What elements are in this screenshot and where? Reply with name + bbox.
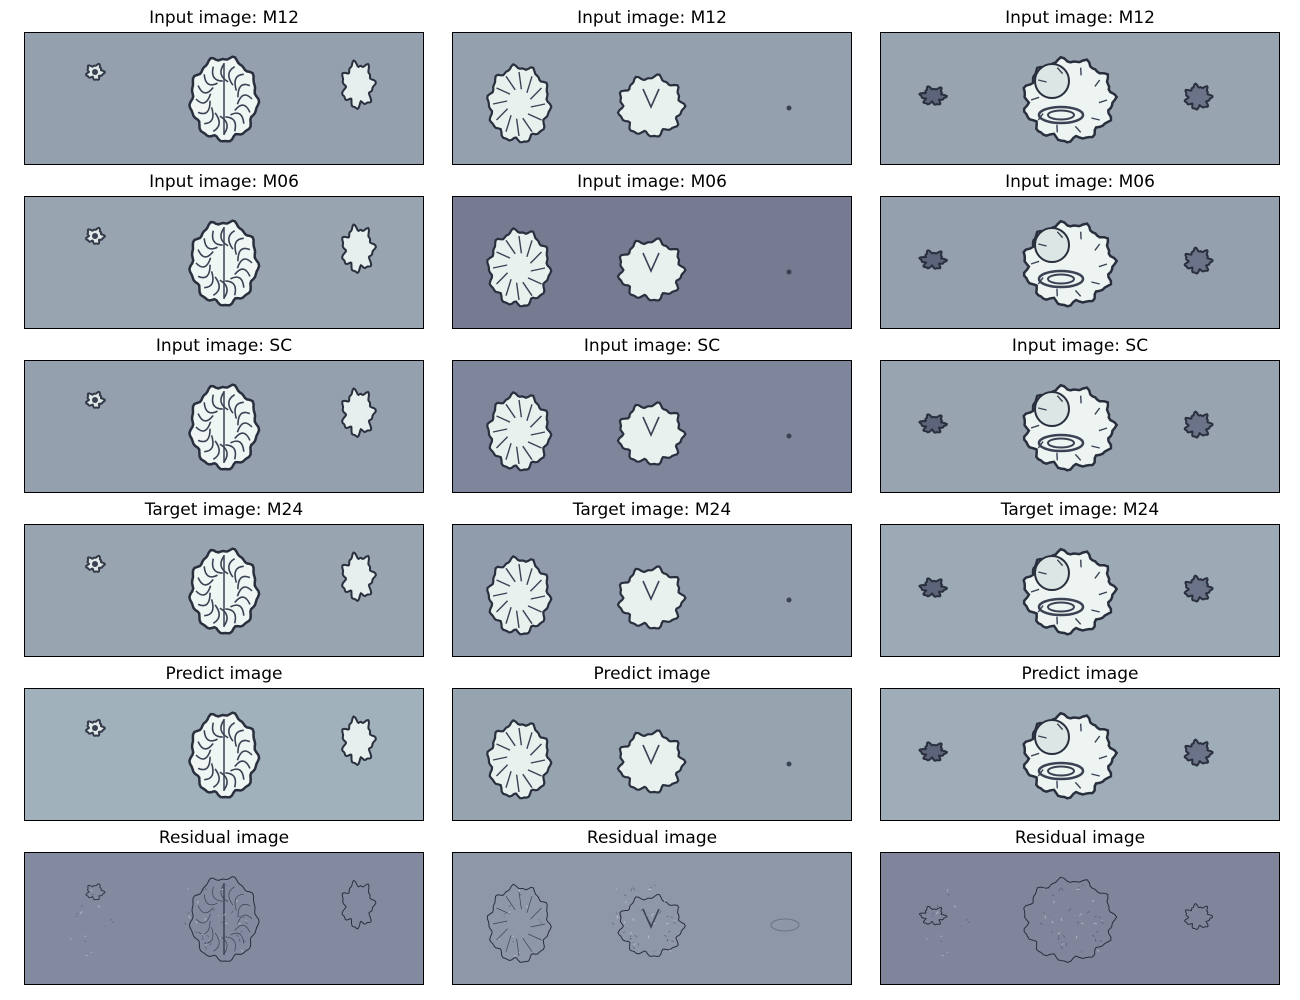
subplot-title: Input image: M06 bbox=[577, 172, 727, 192]
subplot-coronal-row-3: Input image: SC bbox=[452, 336, 852, 493]
mri-image-panel bbox=[880, 688, 1280, 821]
mri-image-panel bbox=[24, 196, 424, 329]
subplot-sagittal-row-3: Input image: SC bbox=[880, 336, 1280, 493]
subplot-title: Residual image bbox=[158, 828, 290, 848]
mri-slice-sagittal bbox=[918, 876, 1213, 963]
subplot-sagittal-row-4: Target image: M24 bbox=[880, 500, 1280, 657]
subplot-axial-row-2: Input image: M06 bbox=[24, 172, 424, 329]
mri-slice-coronal bbox=[486, 62, 792, 144]
subplot-title: Input image: M12 bbox=[577, 8, 727, 28]
subplot-title: Input image: SC bbox=[1011, 336, 1149, 356]
mri-image-panel bbox=[452, 360, 852, 493]
subplot-title: Predict image bbox=[1021, 664, 1139, 684]
subplot-axial-row-3: Input image: SC bbox=[24, 336, 424, 493]
subplot-title: Input image: M06 bbox=[1005, 172, 1155, 192]
subplot-title: Target image: M24 bbox=[572, 500, 732, 520]
subplot-title: Input image: SC bbox=[583, 336, 721, 356]
mri-slice-sagittal bbox=[918, 711, 1214, 800]
mri-image-panel bbox=[880, 524, 1280, 657]
subplot-title: Input image: SC bbox=[155, 336, 293, 356]
mri-image-panel bbox=[24, 688, 424, 821]
subplot-axial-row-5: Predict image bbox=[24, 664, 424, 821]
subplot-axial-row-1: Input image: M12 bbox=[24, 8, 424, 165]
mri-image-panel bbox=[24, 852, 424, 985]
mri-slice-axial bbox=[70, 876, 377, 962]
subplot-title: Input image: M06 bbox=[149, 172, 299, 192]
mri-image-panel bbox=[880, 852, 1280, 985]
subplot-sagittal-row-1: Input image: M12 bbox=[880, 8, 1280, 165]
subplot-coronal-row-1: Input image: M12 bbox=[452, 8, 852, 165]
subplot-coronal-row-6: Residual image bbox=[452, 828, 852, 985]
mri-slice-axial bbox=[84, 383, 377, 471]
subplot-title: Target image: M24 bbox=[1000, 500, 1160, 520]
subplot-title: Residual image bbox=[1014, 828, 1146, 848]
mri-slice-axial bbox=[84, 547, 377, 635]
subplot-coronal-row-4: Target image: M24 bbox=[452, 500, 852, 657]
subplot-coronal-row-5: Predict image bbox=[452, 664, 852, 821]
mri-slice-coronal bbox=[486, 883, 800, 963]
mri-slice-axial bbox=[84, 711, 377, 799]
subplot-sagittal-row-2: Input image: M06 bbox=[880, 172, 1280, 329]
mri-image-panel bbox=[452, 196, 852, 329]
mri-image-panel bbox=[880, 360, 1280, 493]
mri-slice-coronal bbox=[486, 554, 792, 636]
subplot-axial-row-4: Target image: M24 bbox=[24, 500, 424, 657]
mri-slice-sagittal bbox=[918, 219, 1214, 308]
subplot-title: Predict image bbox=[593, 664, 711, 684]
mri-slice-coronal bbox=[486, 390, 792, 472]
mri-image-panel bbox=[24, 32, 424, 165]
mri-slice-sagittal bbox=[918, 547, 1214, 636]
mri-image-panel bbox=[24, 360, 424, 493]
subplot-coronal-row-2: Input image: M06 bbox=[452, 172, 852, 329]
mri-image-panel bbox=[880, 196, 1280, 329]
mri-image-panel bbox=[452, 688, 852, 821]
mri-image-panel bbox=[880, 32, 1280, 165]
mri-slice-axial bbox=[84, 55, 377, 143]
mri-slice-coronal bbox=[486, 718, 792, 800]
subplot-title: Input image: M12 bbox=[1005, 8, 1155, 28]
mri-slice-sagittal bbox=[918, 55, 1214, 144]
mri-slice-sagittal bbox=[918, 383, 1214, 472]
mri-slice-axial bbox=[84, 219, 377, 307]
subplot-sagittal-row-6: Residual image bbox=[880, 828, 1280, 985]
mri-image-panel bbox=[452, 524, 852, 657]
subplot-axial-row-6: Residual image bbox=[24, 828, 424, 985]
subplot-title: Predict image bbox=[165, 664, 283, 684]
subplot-title: Target image: M24 bbox=[144, 500, 304, 520]
subplot-title: Residual image bbox=[586, 828, 718, 848]
mri-slice-coronal bbox=[486, 226, 792, 308]
subplot-title: Input image: M12 bbox=[149, 8, 299, 28]
mri-image-panel bbox=[24, 524, 424, 657]
mri-image-panel bbox=[452, 32, 852, 165]
subplot-sagittal-row-5: Predict image bbox=[880, 664, 1280, 821]
mri-image-panel bbox=[452, 852, 852, 985]
